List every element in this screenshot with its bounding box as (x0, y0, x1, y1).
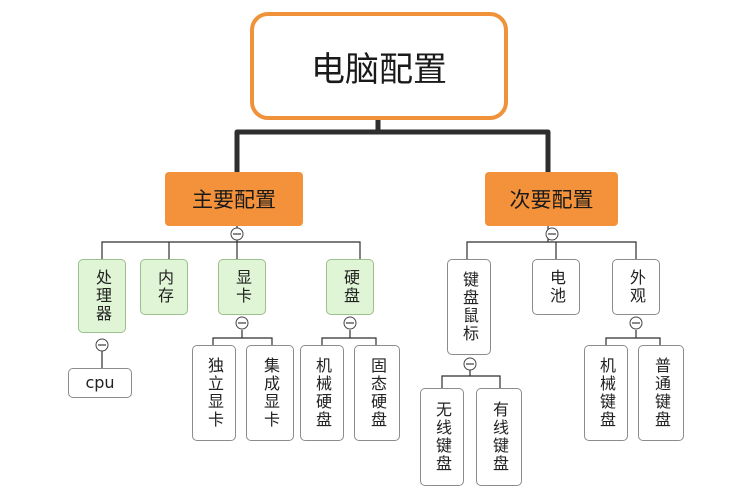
node-disk[interactable]: 硬盘 (326, 259, 374, 315)
category-main[interactable]: 主要配置 (165, 172, 303, 226)
node-processor[interactable]: 处理器 (78, 259, 126, 333)
node-battery[interactable]: 电池 (532, 259, 580, 315)
node-wireless-keyboard[interactable]: 无线键盘 (420, 388, 464, 486)
root-node[interactable]: 电脑配置 (250, 12, 508, 120)
node-memory[interactable]: 内存 (140, 259, 188, 315)
node-wired-keyboard[interactable]: 有线键盘 (476, 388, 522, 486)
node-appearance[interactable]: 外观 (612, 259, 660, 315)
node-cpu[interactable]: cpu (68, 368, 132, 398)
node-discrete-gpu[interactable]: 独立显卡 (192, 345, 236, 441)
category-secondary[interactable]: 次要配置 (485, 172, 618, 226)
node-ssd[interactable]: 固态硬盘 (354, 345, 400, 441)
node-regular-keyboard[interactable]: 普通键盘 (638, 345, 684, 441)
node-mechanical-keyboard[interactable]: 机械键盘 (584, 345, 628, 441)
node-hdd[interactable]: 机械硬盘 (300, 345, 344, 441)
node-integrated-gpu[interactable]: 集成显卡 (246, 345, 294, 441)
node-keyboard-mouse[interactable]: 键盘鼠标 (447, 259, 491, 355)
node-gpu[interactable]: 显卡 (218, 259, 266, 315)
